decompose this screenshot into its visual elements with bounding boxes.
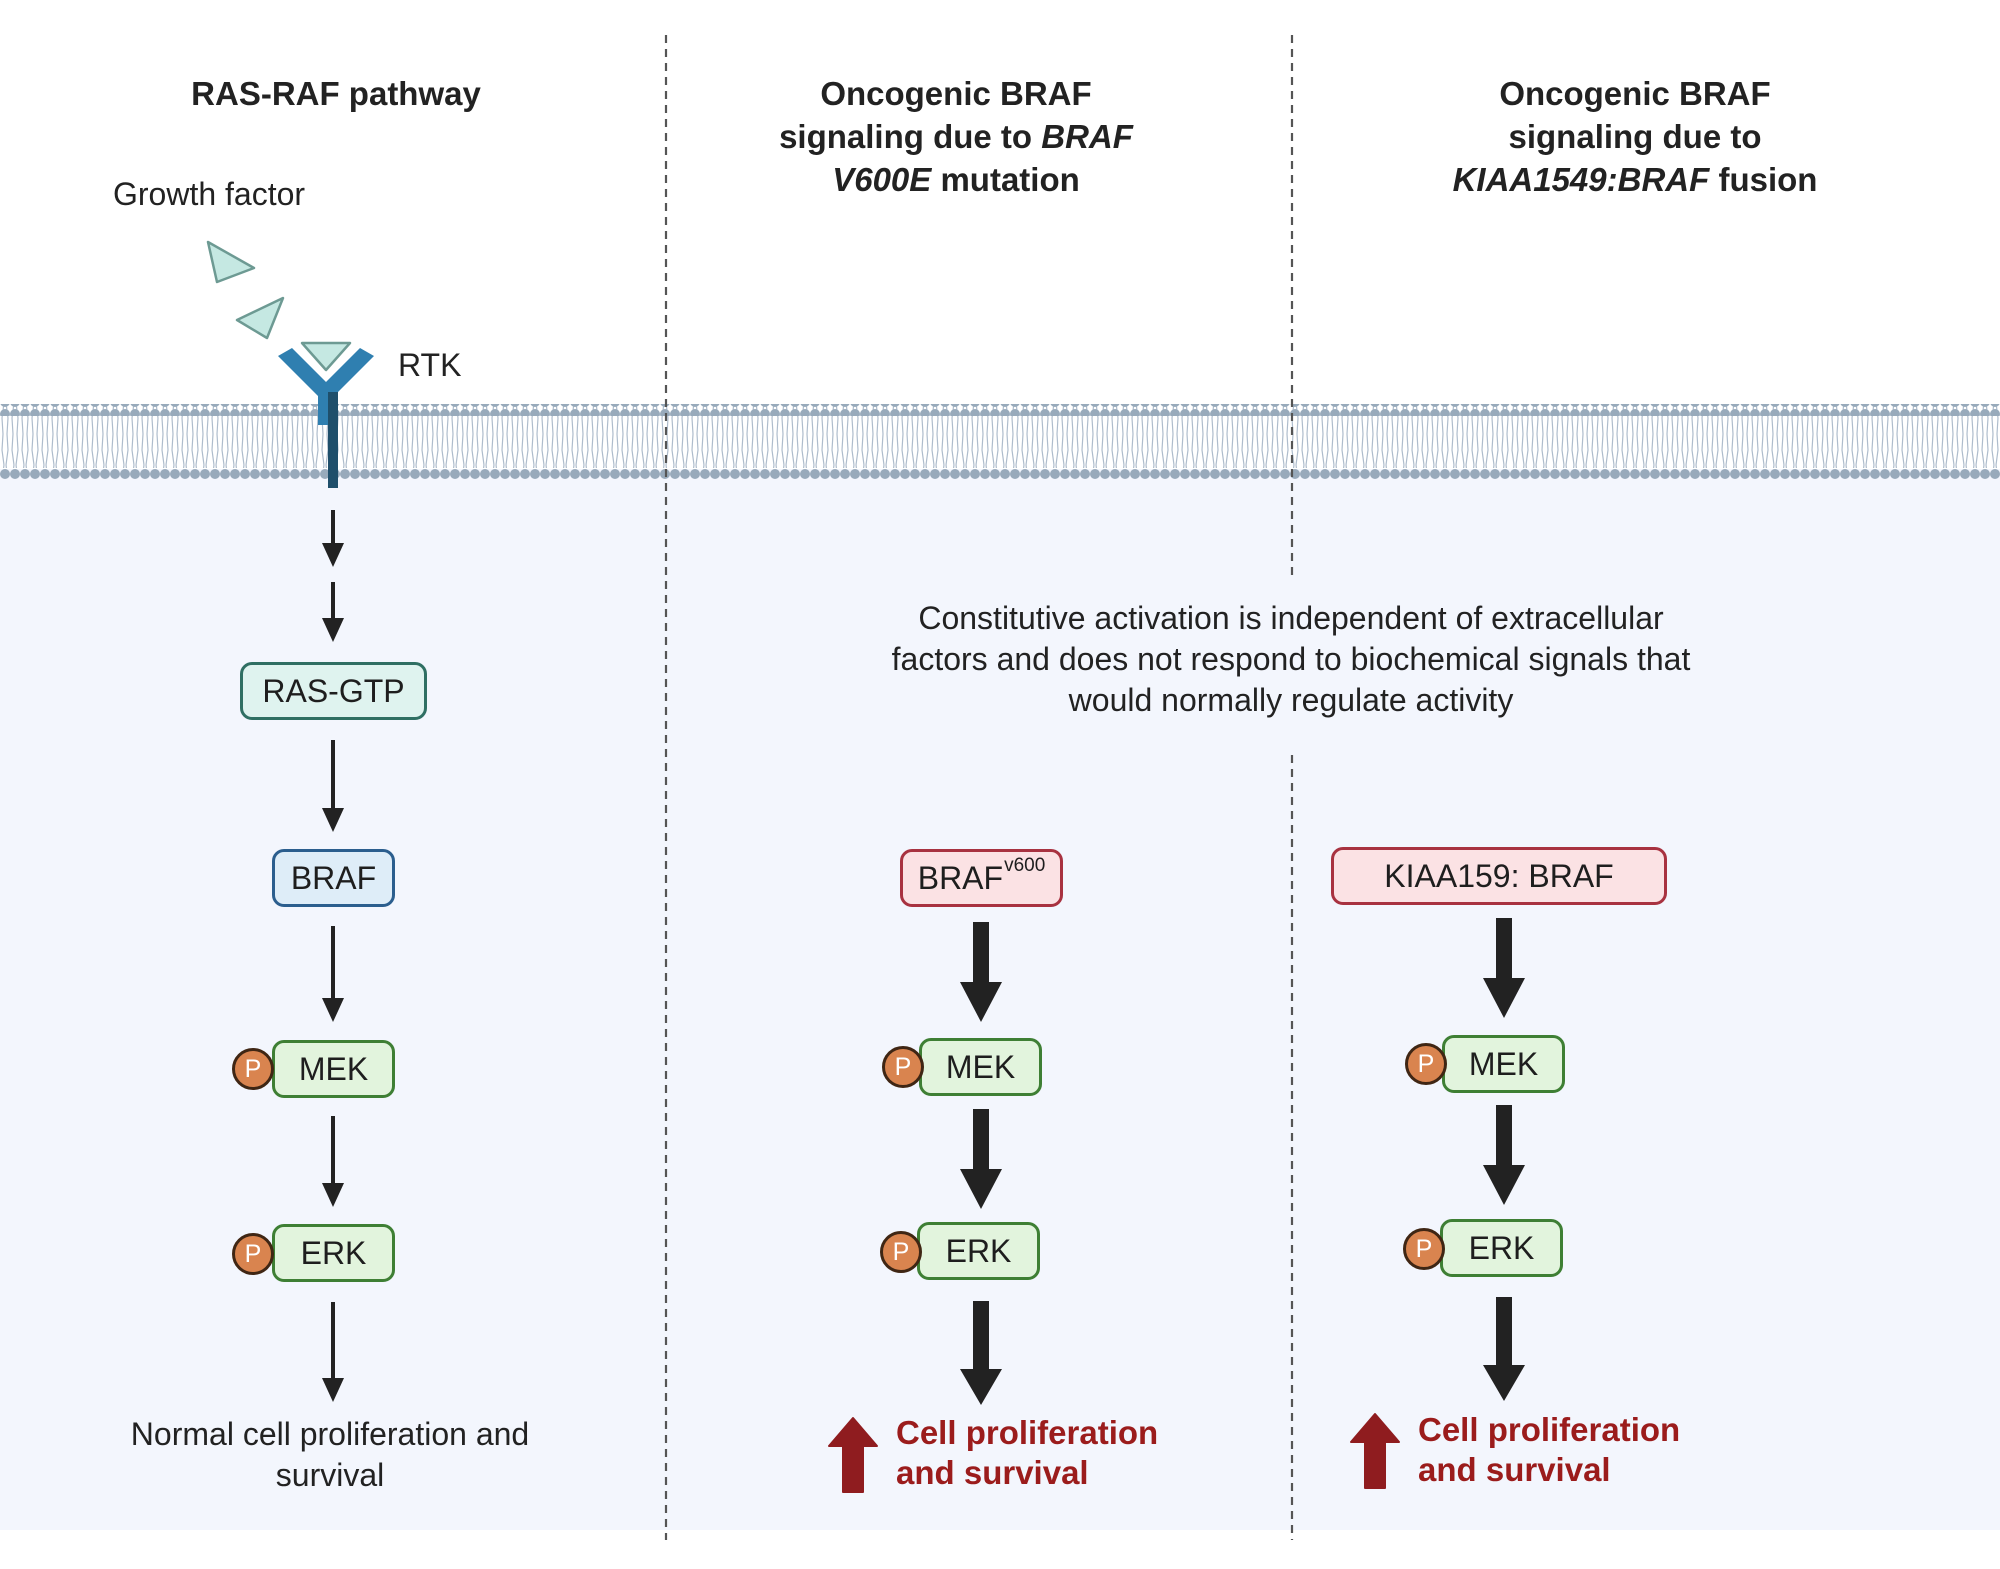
phospho-erk-panel2-icon: P [880,1231,922,1273]
braf-v600-superscript: v600 [1004,855,1046,876]
title-part-3: V600E [832,161,932,198]
normal-outcome-label: Normal cell proliferation and survival [130,1416,530,1493]
title-part-3: fusion [1709,161,1818,198]
erk-node-panel2: ERK [917,1222,1040,1280]
title-part-0: Oncogenic BRAF [1499,75,1771,112]
title-part-0: RAS-RAF pathway [191,75,481,112]
title-part-0: Oncogenic BRAF [820,75,1092,112]
title-part-1: signaling due to [779,118,1042,155]
phospho-erk-panel3-icon: P [1403,1228,1445,1270]
panel-title-kiaa1549-braf: Oncogenic BRAF signaling due to KIAA1549:B… [1375,72,1895,201]
outcome-label-panel3: Cell proliferation and survival [1418,1410,1680,1490]
braf-v600-label: BRAF [917,859,1004,896]
growth-factor-ligand-2 [235,296,285,340]
title-part-4: mutation [931,161,1080,198]
pathway-arrows-panel2 [960,922,1002,1405]
outcome-label-panel2: Cell proliferation and survival [896,1413,1158,1493]
title-part-1: signaling due to [1508,118,1762,155]
ras-gtp-node: RAS-GTP [240,662,427,720]
pathway-arrows-panel3 [1483,918,1525,1401]
kiaa159-braf-node: KIAA159: BRAF [1331,847,1667,905]
outcome-line2-panel3: and survival [1418,1451,1611,1488]
constitutive-activation-note: Constitutive activation is independent o… [891,600,1691,718]
phospho-mek-panel2-icon: P [882,1046,924,1088]
outcome-line1-panel3: Cell proliferation [1418,1411,1681,1448]
increase-arrow-panel2 [828,1417,878,1493]
outcome-line1-panel2: Cell proliferation [896,1414,1159,1451]
growth-factor-ligand-1 [206,240,256,284]
growth-factor-label: Growth factor [113,176,306,212]
increase-arrow-panel3 [1350,1413,1400,1489]
erk-node-panel3: ERK [1440,1219,1563,1277]
phospho-erk-panel1-icon: P [232,1233,274,1275]
mek-node-panel1: MEK [272,1040,395,1098]
phospho-mek-panel3-icon: P [1405,1043,1447,1085]
rtk-receptor-icon [278,341,374,488]
title-part-2: KIAA1549:BRAF [1452,161,1710,198]
phospho-mek-panel1-icon: P [232,1048,274,1090]
erk-node-panel1: ERK [272,1224,395,1282]
title-part-2: BRAF [1041,118,1133,155]
mek-node-panel2: MEK [919,1038,1042,1096]
outcome-line2-panel2: and survival [896,1454,1089,1491]
cell-membrane [0,404,2000,479]
braf-node: BRAF [272,849,395,907]
panel-title-braf-v600e: Oncogenic BRAF signaling due to BRAF V600E… [705,72,1207,201]
pathway-arrows-panel1 [322,510,344,1402]
panel-title-ras-raf: RAS-RAF pathway [100,72,572,115]
mek-node-panel3: MEK [1442,1035,1565,1093]
rtk-label: RTK [398,347,462,383]
